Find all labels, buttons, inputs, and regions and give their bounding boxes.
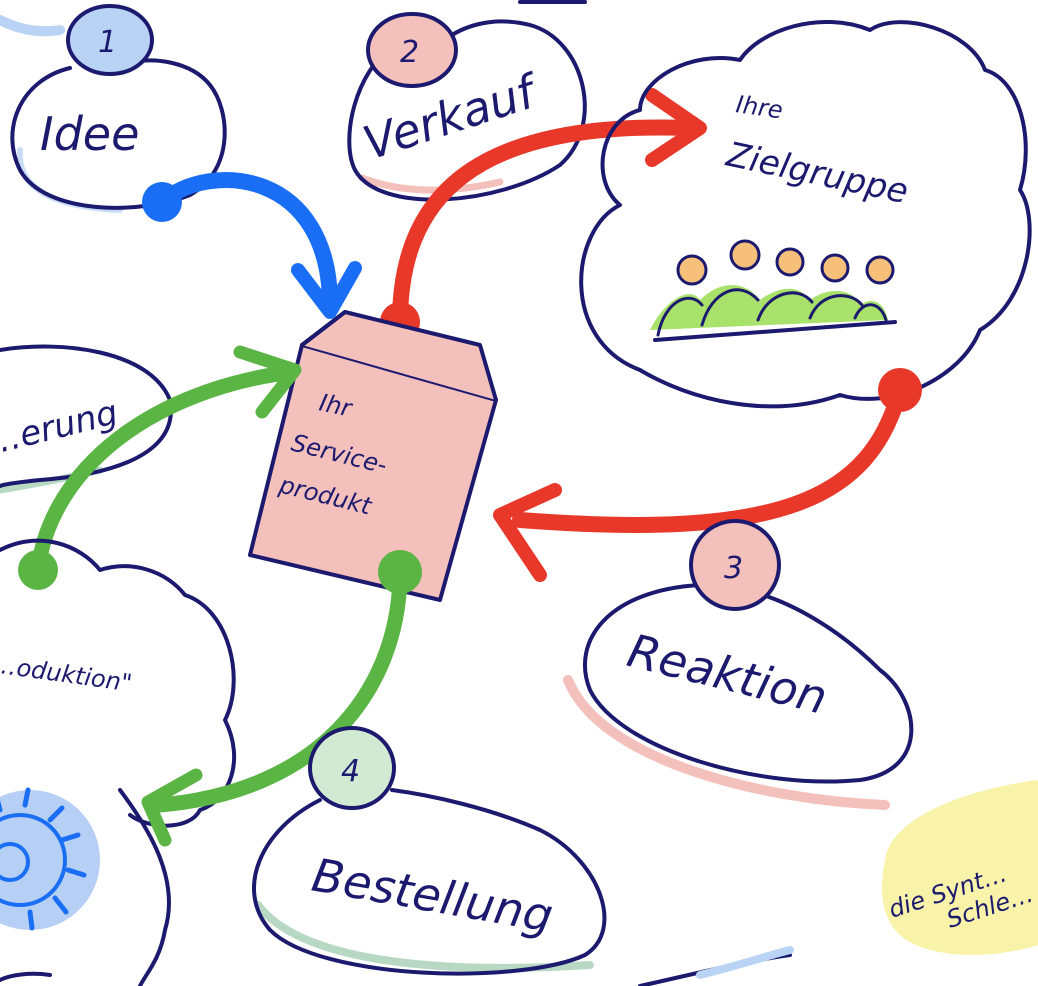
bestellung-number: 4 — [341, 754, 360, 789]
bestellung-badge: 4 — [308, 726, 396, 810]
yellow-note-bg — [882, 780, 1038, 955]
verkauf-bubble — [347, 19, 587, 202]
idee-number: 1 — [98, 25, 117, 60]
arrow-idee-to-product — [142, 172, 362, 319]
bestellung-node[interactable]: Bestellung — [252, 788, 607, 976]
audience-people-icon — [650, 239, 897, 342]
bestellung-label: Bestellung — [308, 848, 557, 943]
arrow-zielgruppe-to-product — [493, 368, 922, 582]
reaktion-node[interactable]: Reaktion — [563, 583, 914, 810]
zielgruppe-label-line1: Ihre — [734, 90, 784, 124]
verkauf-shadow — [358, 174, 504, 194]
reaktion-number: 3 — [724, 551, 743, 586]
service-product-box[interactable]: Ihr Service- produkt — [248, 310, 498, 602]
idee-badge: 1 — [66, 4, 154, 76]
arrow-left-to-product — [18, 345, 302, 590]
yellow-note[interactable]: die Synt… Schle… — [882, 780, 1038, 955]
zielgruppe-label-line2: Zielgruppe — [722, 134, 912, 212]
verkauf-number: 2 — [400, 35, 419, 70]
zielgruppe-cloud[interactable]: Ihre Zielgruppe — [579, 20, 1032, 409]
produktion-cloud-lower — [118, 788, 171, 986]
reaktion-badge: 3 — [689, 519, 781, 611]
bottom-left-stroke — [0, 971, 52, 982]
top-left-partial-stroke — [0, 15, 65, 37]
produktion-label: …oduktion" — [0, 650, 134, 697]
arrow-product-to-produktion — [141, 550, 422, 847]
reaktion-shadow — [563, 675, 890, 810]
zielgruppe-cloud-outline — [579, 20, 1032, 409]
produktion-cloud-outline — [0, 538, 236, 828]
idee-label: Idee — [40, 107, 139, 161]
bottom-blue-stroke — [696, 946, 794, 979]
verkauf-badge: 2 — [366, 12, 458, 88]
bestellung-bubble — [252, 788, 607, 976]
gear-icon — [0, 787, 100, 931]
reaktion-bubble — [583, 583, 914, 784]
left-top-bubble — [0, 344, 173, 488]
reaktion-label: Reaktion — [622, 623, 832, 725]
